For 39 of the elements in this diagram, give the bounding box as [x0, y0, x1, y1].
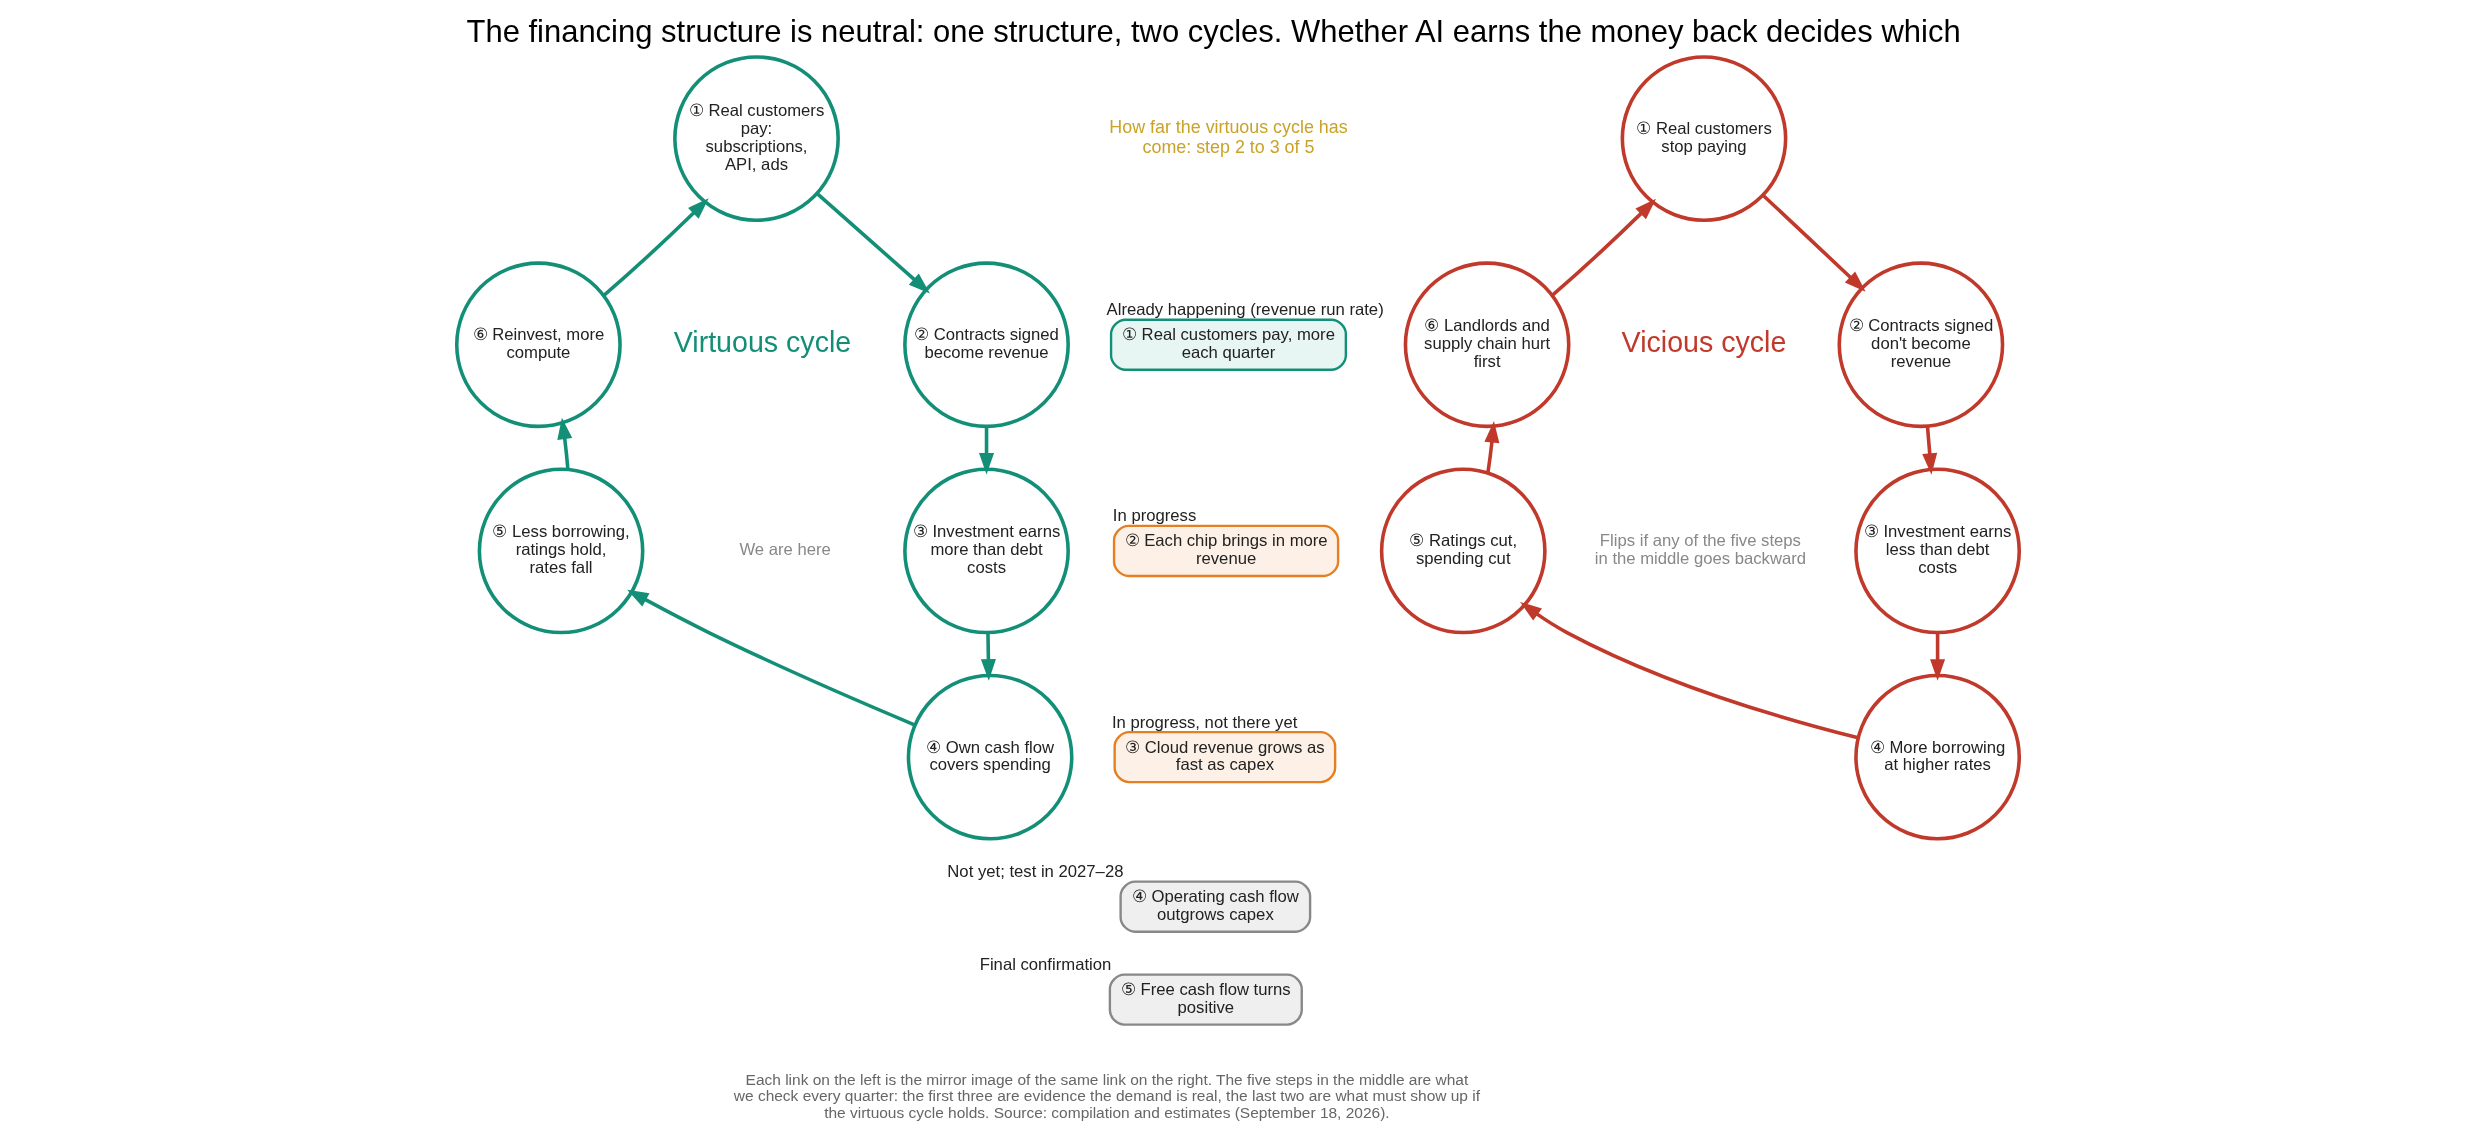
arrow	[1550, 198, 1656, 297]
node-circle: ④ Own cash flow covers spending	[906, 673, 1074, 841]
arrow	[626, 589, 916, 727]
node-label: Final confirmation	[979, 955, 1111, 975]
node-box: ③ Cloud revenue grows as fast as capex	[1112, 730, 1336, 784]
caption: Each link on the left is the mirror image of the same link on the right. The five steps in the middle are what we check every quarter: the first three are evidence the demand is real, the last two are what must show up if the virtuous cycle holds. Source: compilation and estimates (September 18, 2026).	[733, 1070, 1480, 1122]
node-circle: ② Contracts signed become revenue	[902, 261, 1070, 429]
node-label: Already happening (revenue run rate)	[1106, 300, 1384, 320]
label: Vicious cycle	[1621, 326, 1786, 359]
diagram-title: The financing structure is neutral: one structure, two cycles. Whether AI earns the money back decides which	[466, 14, 1961, 50]
node-box: ① Real customers pay, more each quarter	[1109, 318, 1347, 371]
node-circle: ③ Investment earns less than debt costs	[1853, 467, 2021, 635]
node-circle: ③ Investment earns more than debt costs	[902, 467, 1070, 635]
arrow	[1483, 421, 1499, 474]
node-circle: ⑤ Ratings cut, spending cut	[1379, 467, 1547, 635]
arrow	[978, 426, 994, 475]
arrow	[980, 632, 996, 681]
node-label: Not yet; test in 2027–28	[946, 862, 1123, 882]
node-box: ② Each chip brings in more revenue	[1112, 524, 1339, 578]
label: We are here	[738, 540, 831, 560]
arrow	[1519, 601, 1859, 740]
node-circle: ⑥ Landlords and supply chain hurt first	[1403, 261, 1570, 429]
arrow	[1761, 194, 1866, 292]
node-circle: ⑤ Less borrowing, ratings hold, rates fall	[477, 467, 644, 635]
arrow	[1921, 426, 1937, 475]
node-label: In progress	[1112, 506, 1196, 526]
node-box: ④ Operating cash flow outgrows capex	[1118, 880, 1311, 933]
arrow	[815, 192, 930, 294]
node-circle: ④ More borrowing at higher rates	[1853, 673, 2021, 841]
node-label: In progress, not there yet	[1111, 712, 1297, 732]
label: How far the virtuous cycle has come: step 2 to 3 of 5	[1108, 116, 1348, 157]
arrow	[1929, 632, 1945, 681]
arrow	[601, 198, 709, 297]
label: Virtuous cycle	[673, 326, 851, 359]
label: Flips if any of the five steps in the middle goes backward	[1594, 531, 1806, 569]
node-circle: ② Contracts signed don't become revenue	[1837, 261, 2004, 429]
node-box: ⑤ Free cash flow turns positive	[1108, 973, 1303, 1026]
arrow	[556, 417, 572, 470]
node-circle: ⑥ Reinvest, more compute	[454, 261, 622, 429]
